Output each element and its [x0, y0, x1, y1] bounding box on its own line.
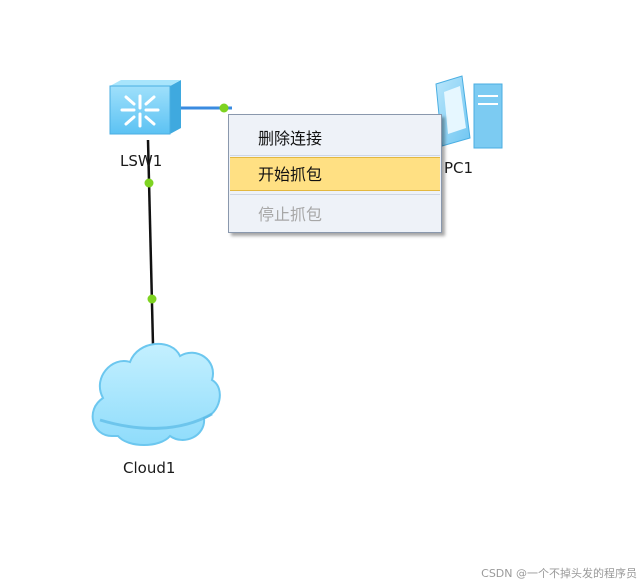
port-dot-cloud1-lsw1 [147, 294, 157, 304]
cloud-icon[interactable] [91, 342, 221, 446]
watermark: CSDN @一个不掉头发的程序员 [481, 567, 637, 580]
pc-label: PC1 [444, 159, 474, 177]
pc-icon[interactable] [435, 75, 503, 149]
menu-item-start-capture[interactable]: 开始抓包 [230, 157, 440, 191]
menu-separator [230, 194, 440, 195]
menu-item-stop-capture[interactable]: 停止抓包 [258, 205, 323, 224]
link-lsw1-cloud1[interactable] [146, 139, 155, 346]
port-dot-lsw1-pc1 [219, 103, 229, 113]
menu-separator [230, 155, 440, 156]
port-dot-lsw1-cloud1 [144, 178, 154, 188]
menu-item-delete-link[interactable]: 删除连接 [258, 129, 323, 148]
link-context-menu: 删除连接 开始抓包 停止抓包 [228, 114, 442, 233]
switch-label: LSW1 [120, 152, 163, 170]
cloud-label: Cloud1 [123, 459, 176, 477]
switch-icon[interactable] [109, 80, 181, 135]
